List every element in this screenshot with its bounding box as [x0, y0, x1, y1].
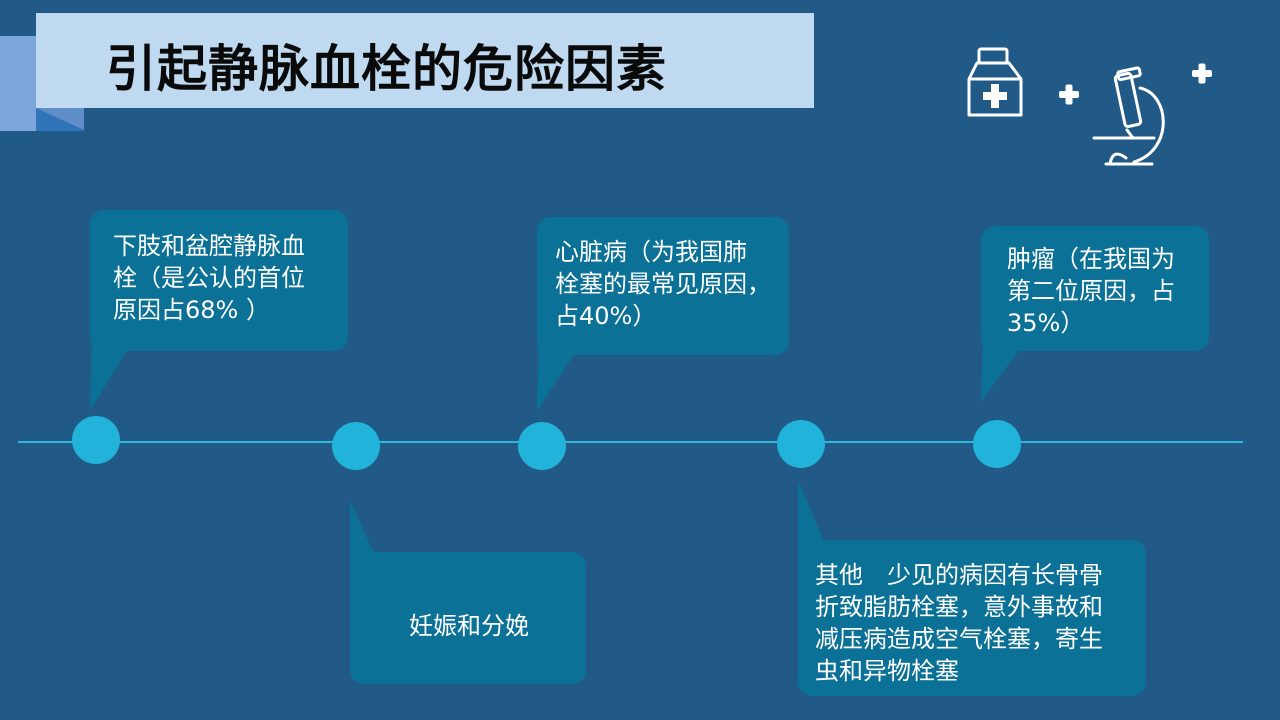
title-banner-fold [36, 108, 84, 130]
callout-bubble [981, 226, 1209, 402]
event-label: 其他 少见的病因有长骨骨 折致脂肪栓塞，意外事故和 减压病造成空气栓塞，寄生 虫… [815, 561, 1103, 685]
event-label: 下肢和盆腔静脉血 栓（是公认的首位 原因占68% ） [113, 232, 305, 324]
slide-title: 引起静脉血栓的危险因素 [106, 40, 667, 98]
timeline-dot [518, 422, 566, 470]
callout-bubble [350, 500, 586, 684]
callout-bubble [537, 217, 789, 411]
title-corner-accent-light [0, 36, 36, 131]
timeline-dot [973, 420, 1021, 468]
timeline-dot [777, 420, 825, 468]
title-banner [36, 13, 814, 108]
medicine-bottle-icon [967, 47, 1023, 117]
timeline-dot [332, 422, 380, 470]
medical-icons [967, 47, 1212, 166]
timeline-dot [72, 416, 120, 464]
plus-icon [1059, 84, 1079, 105]
plus-icon [1192, 63, 1212, 84]
callout-bubble [90, 210, 348, 411]
timeline-line [18, 441, 1243, 443]
microscope-icon [1092, 66, 1165, 166]
event-label: 肿瘤（在我国为 第二位原因，占 35%） [1007, 245, 1175, 337]
event-label: 妊娠和分娩 [409, 612, 529, 640]
callout-bubble [798, 480, 1146, 696]
event-label: 心脏病（为我国肺 栓塞的最常见原因， 占40%） [555, 238, 771, 330]
